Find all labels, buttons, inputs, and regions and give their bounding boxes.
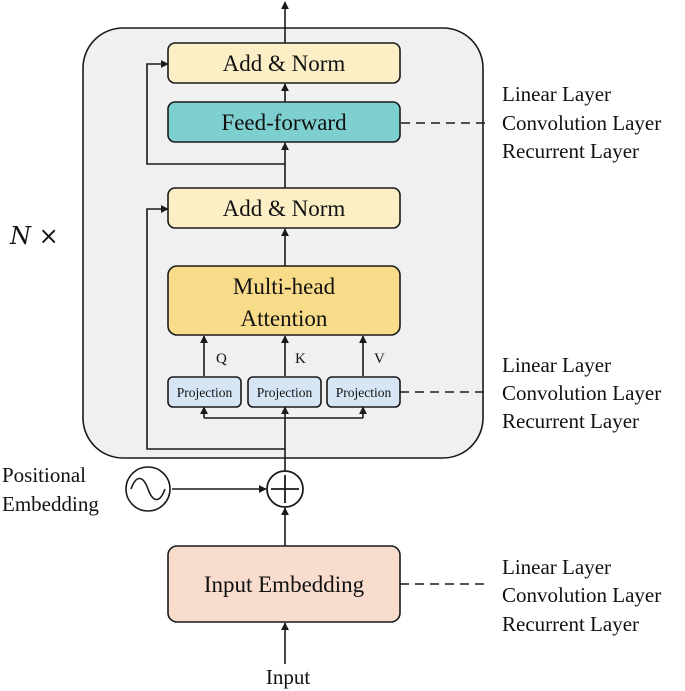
- proj-option-linear: Linear Layer: [502, 353, 611, 377]
- feed-forward-options: Linear Layer Convolution Layer Recurrent…: [502, 82, 661, 163]
- multi-head-attention-block: Multi-head Attention: [167, 265, 401, 336]
- add-norm-top-block: Add & Norm: [167, 42, 401, 84]
- projection-k-block: Projection: [247, 376, 322, 408]
- sine-wave-icon: [125, 466, 171, 512]
- proj-option-recurrent: Recurrent Layer: [502, 409, 639, 433]
- feed-forward-label: Feed-forward: [221, 110, 347, 135]
- proj-option-convolution: Convolution Layer: [502, 381, 661, 405]
- emb-option-convolution: Convolution Layer: [502, 583, 661, 607]
- positional-label-line2: Embedding: [2, 492, 99, 516]
- projection-options: Linear Layer Convolution Layer Recurrent…: [502, 353, 661, 433]
- embedding-options: Linear Layer Convolution Layer Recurrent…: [502, 555, 661, 636]
- emb-option-linear: Linear Layer: [502, 555, 611, 579]
- ff-option-linear: Linear Layer: [502, 82, 611, 106]
- ff-option-recurrent: Recurrent Layer: [502, 139, 639, 163]
- q-label: Q: [216, 351, 227, 367]
- ff-option-convolution: Convolution Layer: [502, 111, 661, 135]
- positional-label-line1: Positional: [2, 463, 86, 487]
- input-label: Input: [266, 665, 310, 689]
- v-label: V: [374, 351, 385, 367]
- projection-v-label: Projection: [336, 385, 392, 400]
- input-embedding-label: Input Embedding: [204, 572, 365, 597]
- connectors: [146, 1, 490, 664]
- residual-top-arrow: [146, 60, 285, 165]
- feed-forward-block: Feed-forward: [167, 101, 401, 143]
- projection-q-label: Projection: [177, 385, 233, 400]
- add-operator-icon: [266, 470, 304, 508]
- add-norm-top-label: Add & Norm: [223, 51, 346, 76]
- add-norm-bottom-label: Add & Norm: [223, 196, 346, 221]
- projection-v-block: Projection: [326, 376, 401, 408]
- residual-bottom-arrow: [146, 205, 285, 450]
- projection-q-block: Projection: [167, 376, 242, 408]
- attention-label-line2: Attention: [241, 306, 328, 331]
- emb-option-recurrent: Recurrent Layer: [502, 612, 639, 636]
- k-label: K: [295, 351, 306, 367]
- add-norm-bottom-block: Add & Norm: [167, 187, 401, 229]
- repeat-label: N ×: [9, 222, 59, 250]
- attention-label-line1: Multi-head: [233, 274, 336, 299]
- projection-k-label: Projection: [257, 385, 313, 400]
- input-embedding-block: Input Embedding: [167, 545, 401, 623]
